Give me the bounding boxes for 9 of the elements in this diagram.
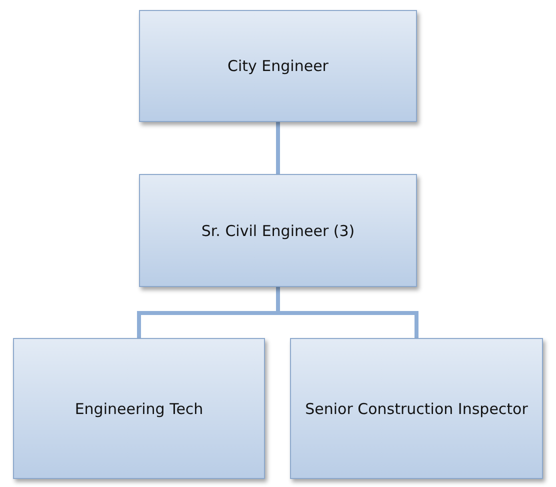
position-box	[139, 174, 417, 287]
position-title: Senior Construction Inspector	[305, 400, 528, 418]
position-title: Engineering Tech	[74, 400, 204, 418]
position-title: Sr. Civil Engineer (3)	[201, 222, 355, 240]
position-box	[139, 10, 417, 122]
position-box	[290, 338, 543, 479]
connector-line	[276, 122, 280, 174]
position-box	[13, 338, 265, 479]
position-title: City Engineer	[228, 57, 328, 75]
